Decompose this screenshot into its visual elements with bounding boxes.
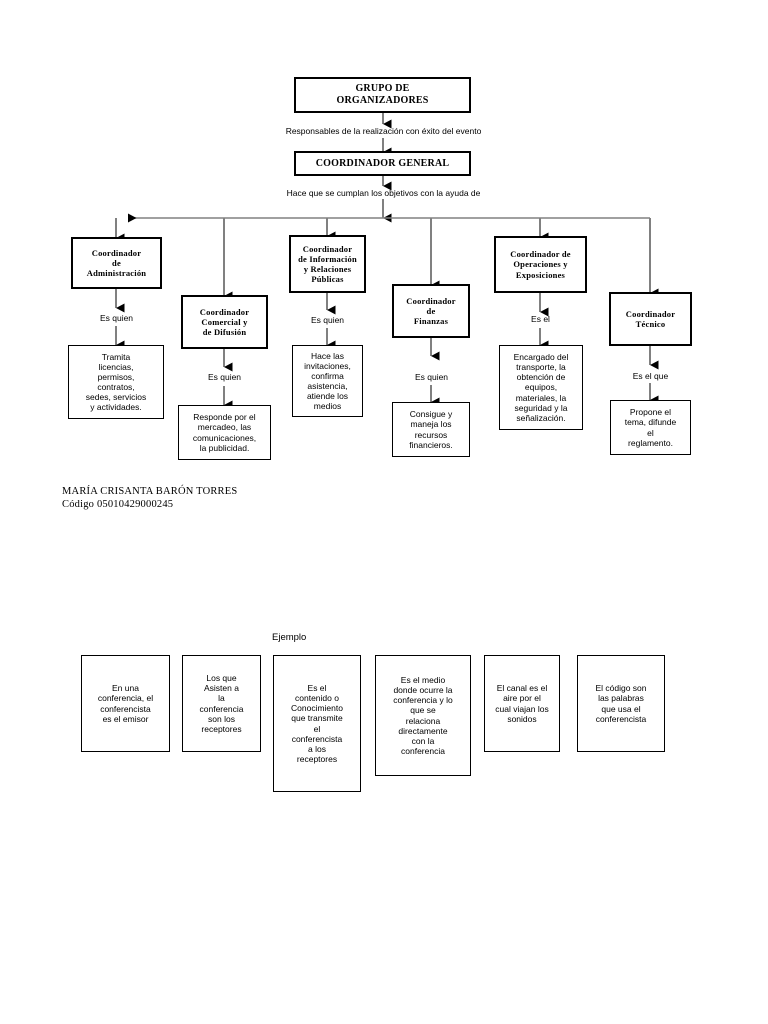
coordinador-finanzas-box[interactable]: Coordinador de Finanzas bbox=[393, 285, 469, 337]
coordinador-informacion-box[interactable]: Coordinador de Información y Relaciones … bbox=[290, 236, 365, 292]
operaciones-description-box[interactable]: Encargado del transporte, la obtención d… bbox=[499, 345, 583, 430]
coordinador-tecnico-box[interactable]: Coordinador Técnico bbox=[610, 293, 691, 345]
coordinador-operaciones-box[interactable]: Coordinador de Operaciones y Exposicione… bbox=[495, 237, 586, 292]
tecnico-description-box[interactable]: Propone el tema, difunde el reglamento. bbox=[610, 400, 691, 455]
finanzas-description-box[interactable]: Consigue y maneja los recursos financier… bbox=[392, 402, 470, 457]
coordinador-administracion-box[interactable]: Coordinador de Administración bbox=[72, 238, 161, 288]
tecnico-connector-label: Es el que bbox=[632, 371, 669, 381]
finanzas-connector-label: Es quien bbox=[414, 372, 449, 382]
operaciones-connector-label: Es el bbox=[531, 314, 550, 324]
author-credit: MARÍA CRISANTA BARÓN TORRES Código 05010… bbox=[62, 486, 238, 511]
coordinador-general-box[interactable]: COORDINADOR GENERAL bbox=[295, 152, 470, 175]
ejemplo-card-canal[interactable]: El canal es el aire por el cual viajan l… bbox=[484, 655, 560, 752]
ejemplo-card-emisor[interactable]: En una conferencia, el conferencista es … bbox=[81, 655, 170, 752]
ejemplo-card-mensaje[interactable]: Es el contenido o Conocimiento que trans… bbox=[273, 655, 361, 792]
informacion-connector-label: Es quien bbox=[310, 315, 345, 325]
comercial-connector-label: Es quien bbox=[207, 372, 242, 382]
ejemplo-card-receptores[interactable]: Los que Asisten a la conferencia son los… bbox=[182, 655, 261, 752]
ejemplo-label: Ejemplo bbox=[272, 632, 307, 643]
informacion-description-box[interactable]: Hace las invitaciones, confirma asistenc… bbox=[292, 345, 363, 417]
ejemplo-card-codigo[interactable]: El código son las palabras que usa el co… bbox=[577, 655, 665, 752]
ejemplo-card-contexto[interactable]: Es el medio donde ocurre la conferencia … bbox=[375, 655, 471, 776]
grupo-organizadores-caption: Responsables de la realización con éxito… bbox=[285, 126, 482, 136]
grupo-organizadores-box[interactable]: GRUPO DE ORGANIZADORES bbox=[295, 78, 470, 112]
administracion-connector-label: Es quien bbox=[99, 313, 134, 323]
comercial-description-box[interactable]: Responde por el mercadeo, las comunicaci… bbox=[178, 405, 271, 460]
administracion-description-box[interactable]: Tramita licencias, permisos, contratos, … bbox=[68, 345, 164, 419]
coordinador-comercial-box[interactable]: Coordinador Comercial y de Difusión bbox=[182, 296, 267, 348]
coordinador-general-caption: Hace que se cumplan los objetivos con la… bbox=[286, 188, 481, 198]
